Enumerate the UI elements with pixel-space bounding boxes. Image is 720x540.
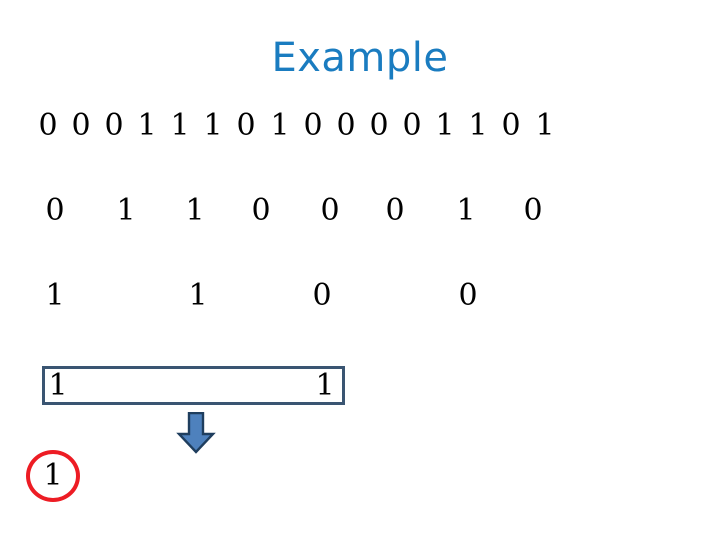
digit-cell: 1 bbox=[315, 368, 335, 403]
digit-cell: 1 bbox=[270, 108, 290, 143]
circled-result: 1 bbox=[26, 450, 80, 502]
digit-cell: 0 bbox=[369, 108, 389, 143]
digit-cell: 1 bbox=[203, 108, 223, 143]
digit-cell: 0 bbox=[385, 193, 405, 228]
digit-row-1: 0 0 0 1 1 1 0 1 0 0 0 0 1 1 0 1 bbox=[0, 106, 720, 146]
result-box bbox=[42, 366, 345, 405]
digit-cell: 1 bbox=[435, 108, 455, 143]
digit-row-4: 1 1 bbox=[0, 366, 720, 406]
digit-cell: 0 bbox=[336, 108, 356, 143]
digit-cell: 1 bbox=[456, 193, 476, 228]
digit-cell: 1 bbox=[48, 368, 68, 403]
digit-cell: 0 bbox=[251, 193, 271, 228]
digit-cell: 1 bbox=[185, 193, 205, 228]
digit-cell: 0 bbox=[320, 193, 340, 228]
digit-cell: 1 bbox=[468, 108, 488, 143]
digit-row-3: 1 1 0 0 bbox=[0, 276, 720, 316]
digit-cell: 1 bbox=[116, 193, 136, 228]
digit-cell: 0 bbox=[501, 108, 521, 143]
digit-cell: 0 bbox=[523, 193, 543, 228]
digit-cell: 1 bbox=[137, 108, 157, 143]
digit-cell: 1 bbox=[535, 108, 555, 143]
page-title: Example bbox=[271, 35, 449, 81]
down-arrow-icon bbox=[176, 411, 216, 454]
digit-cell: 0 bbox=[104, 108, 124, 143]
digit-cell: 0 bbox=[38, 108, 58, 143]
result-digit: 1 bbox=[43, 457, 63, 493]
digit-cell: 1 bbox=[188, 278, 208, 313]
digit-row-2: 0 1 1 0 0 0 1 0 bbox=[0, 191, 720, 231]
digit-cell: 0 bbox=[458, 278, 478, 313]
digit-cell: 1 bbox=[45, 278, 65, 313]
digit-cell: 0 bbox=[402, 108, 422, 143]
digit-cell: 0 bbox=[312, 278, 332, 313]
digit-cell: 0 bbox=[236, 108, 256, 143]
digit-cell: 0 bbox=[303, 108, 323, 143]
digit-cell: 1 bbox=[170, 108, 190, 143]
digit-cell: 0 bbox=[45, 193, 65, 228]
digit-cell: 0 bbox=[71, 108, 91, 143]
